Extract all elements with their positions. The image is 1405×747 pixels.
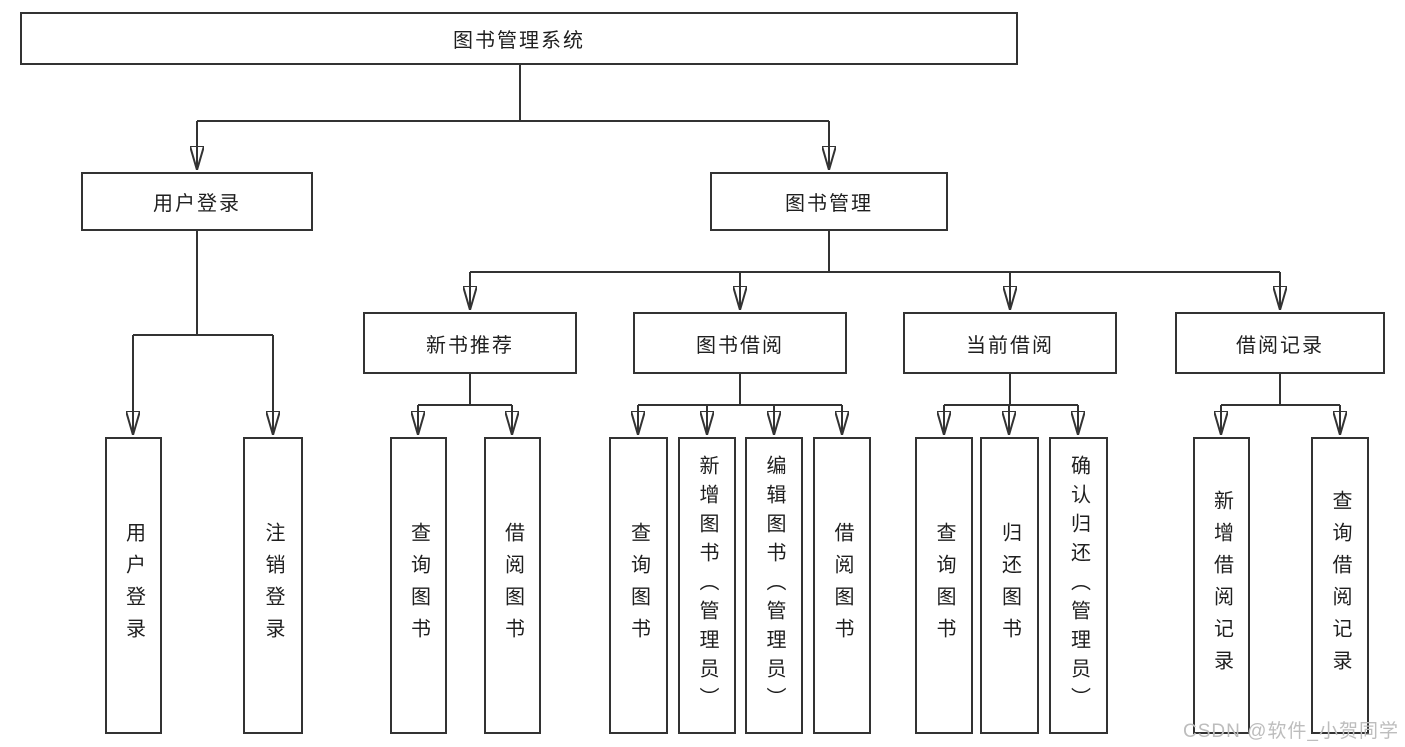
leaf-logout-label: 注销登录 — [262, 521, 284, 650]
node-new-book-recommend: 新书推荐 — [363, 312, 577, 374]
node-user-login-label: 用户登录 — [153, 193, 241, 215]
leaf-newbook-query-book: 查询图书 — [390, 437, 447, 734]
node-book-management: 图书管理 — [710, 172, 948, 231]
node-book-borrowing: 图书借阅 — [633, 312, 847, 374]
leaf-current-confirm-return-admin-label: 确认归还（管理员） — [1067, 455, 1090, 716]
node-current-borrowing: 当前借阅 — [903, 312, 1117, 374]
leaf-user-login-label: 用户登录 — [122, 521, 145, 650]
leaf-records-add-record: 新增借阅记录 — [1193, 437, 1250, 734]
leaf-borrow-add-book-admin: 新增图书（管理员） — [678, 437, 736, 734]
node-borrowing-records-label: 借阅记录 — [1236, 334, 1324, 357]
leaf-newbook-borrow-book-label: 借阅图书 — [501, 521, 524, 650]
leaf-borrow-borrow-book: 借阅图书 — [813, 437, 871, 734]
leaf-current-query-book-label: 查询图书 — [933, 521, 955, 650]
node-root-system: 图书管理系统 — [20, 12, 1018, 65]
leaf-current-confirm-return-admin: 确认归还（管理员） — [1049, 437, 1108, 734]
node-borrowing-records: 借阅记录 — [1175, 312, 1385, 374]
leaf-borrow-add-book-admin-label: 新增图书（管理员） — [696, 455, 718, 716]
leaf-current-return-book-label: 归还图书 — [998, 521, 1021, 650]
leaf-user-login: 用户登录 — [105, 437, 162, 734]
leaf-current-return-book: 归还图书 — [980, 437, 1039, 734]
csdn-watermark: CSDN @软件_小贺同学 — [1183, 721, 1399, 742]
node-root-label: 图书管理系统 — [453, 30, 585, 52]
node-book-management-label: 图书管理 — [785, 193, 873, 215]
leaf-records-add-record-label: 新增借阅记录 — [1210, 489, 1233, 682]
leaf-current-query-book: 查询图书 — [915, 437, 973, 734]
leaf-borrow-query-book: 查询图书 — [609, 437, 668, 734]
leaf-borrow-borrow-book-label: 借阅图书 — [831, 521, 853, 650]
leaf-records-query-record: 查询借阅记录 — [1311, 437, 1369, 734]
node-book-borrowing-label: 图书借阅 — [696, 334, 784, 357]
leaf-borrow-edit-book-admin: 编辑图书（管理员） — [745, 437, 803, 734]
node-user-login: 用户登录 — [81, 172, 313, 231]
leaf-logout: 注销登录 — [243, 437, 303, 734]
leaf-newbook-query-book-label: 查询图书 — [407, 521, 430, 650]
node-current-borrowing-label: 当前借阅 — [966, 334, 1054, 357]
leaf-borrow-query-book-label: 查询图书 — [627, 521, 650, 650]
leaf-borrow-edit-book-admin-label: 编辑图书（管理员） — [763, 455, 785, 716]
leaf-newbook-borrow-book: 借阅图书 — [484, 437, 541, 734]
leaf-records-query-record-label: 查询借阅记录 — [1329, 489, 1351, 682]
node-new-book-recommend-label: 新书推荐 — [426, 334, 514, 357]
